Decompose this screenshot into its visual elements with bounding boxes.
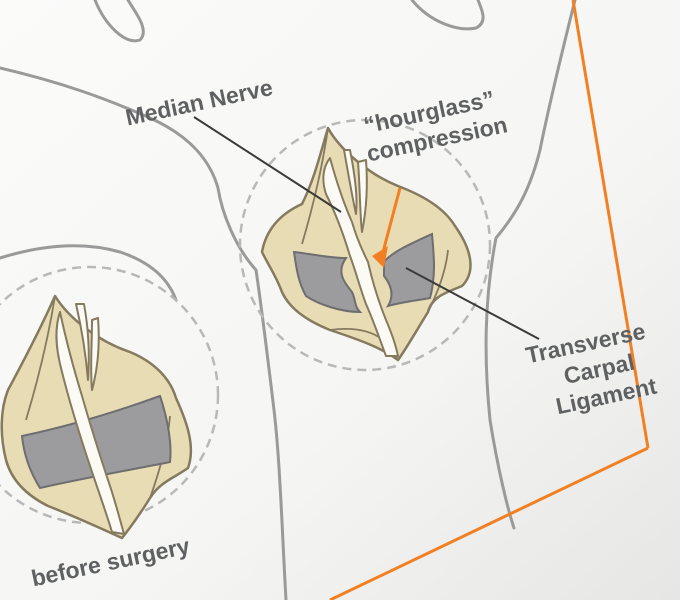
hand-outline <box>0 0 577 600</box>
before-nerve <box>55 303 125 535</box>
compression-detail <box>193 116 540 372</box>
ligament-left <box>292 250 363 314</box>
before-surgery-detail <box>0 265 220 540</box>
ligament-leader <box>405 267 540 340</box>
compression-arrow <box>372 187 402 268</box>
median-nerve-leader <box>193 116 342 213</box>
orange-page-border <box>329 0 650 600</box>
detail-circle-main <box>238 118 492 372</box>
median-nerve <box>322 149 399 357</box>
